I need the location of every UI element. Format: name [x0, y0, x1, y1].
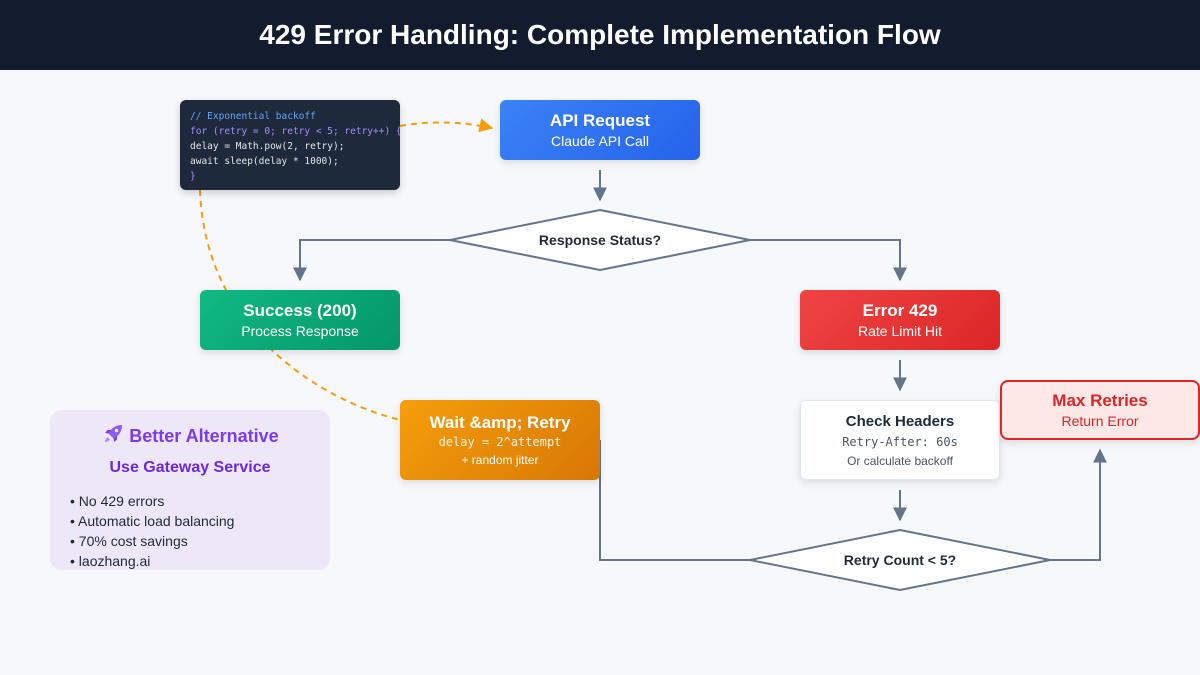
code-snippet: // Exponential backoff for (retry = 0; r…: [180, 100, 400, 190]
alternative-subtitle: Use Gateway Service: [109, 459, 271, 476]
headers-note: Or calculate backoff: [847, 453, 953, 468]
wait-retry-node: Wait &amp; Retry delay = 2^attempt + ran…: [400, 400, 600, 480]
header-bar: 429 Error Handling: Complete Implementat…: [0, 0, 1200, 70]
list-item: • laozhang.ai: [70, 553, 151, 569]
list-item-text: Automatic load balancing: [78, 513, 235, 529]
success-node: Success (200) Process Response: [200, 290, 400, 350]
code-line: for (retry = 0; retry < 5; retry++) {: [190, 126, 400, 137]
connector-retry-to-wait: [599, 440, 752, 561]
error-subtitle: Rate Limit Hit: [857, 322, 943, 339]
alternative-title: Better Alternative: [129, 426, 279, 446]
max-retries-node: Max Retries Return Error: [1000, 380, 1200, 440]
api-request-subtitle: Claude API Call: [550, 132, 650, 149]
list-item: • No 429 errors: [70, 493, 165, 509]
wait-note: + random jitter: [461, 452, 539, 467]
retry-decision-label: Retry Count < 5?: [843, 552, 957, 568]
alternative-heading: Better Alternative: [68, 422, 312, 451]
list-item: • 70% cost savings: [70, 533, 188, 549]
success-title: Success (200): [243, 300, 357, 320]
max-title: Max Retries: [1052, 390, 1148, 410]
rocket-icon: [101, 422, 125, 451]
headers-title: Check Headers: [845, 412, 955, 430]
retry-decision-diamond: [749, 528, 1051, 592]
error-429-node: Error 429 Rate Limit Hit: [800, 290, 1000, 350]
list-item-text: No 429 errors: [78, 493, 165, 509]
success-subtitle: Process Response: [241, 322, 359, 339]
code-line: }: [190, 171, 196, 182]
connector-status-to-error: [748, 239, 907, 282]
status-decision-label: Response Status?: [538, 232, 662, 248]
wait-formula: delay = 2^attempt: [438, 434, 562, 449]
alternative-list: • No 429 errors • Automatic load balanci…: [68, 491, 312, 571]
list-item-text: 70% cost savings: [78, 533, 188, 549]
alternative-panel: Better Alternative Use Gateway Service •…: [50, 410, 330, 570]
error-title: Error 429: [862, 300, 938, 320]
connector-status-to-success: [293, 239, 452, 282]
api-request-node: API Request Claude API Call: [500, 100, 700, 160]
headers-retry-after: Retry-After: 60s: [842, 434, 958, 449]
code-line: // Exponential backoff: [190, 111, 316, 122]
api-request-title: API Request: [549, 110, 651, 130]
code-line: await sleep(delay * 1000);: [190, 156, 339, 167]
page-title: 429 Error Handling: Complete Implementat…: [259, 19, 941, 50]
check-headers-node: Check Headers Retry-After: 60s Or calcul…: [800, 400, 1000, 480]
dashed-code-to-api: [399, 118, 494, 133]
status-decision-diamond: [449, 208, 751, 272]
max-subtitle: Return Error: [1061, 412, 1139, 429]
list-item: • Automatic load balancing: [70, 513, 235, 529]
list-item-text: laozhang.ai: [78, 553, 151, 569]
code-line: delay = Math.pow(2, retry);: [190, 141, 345, 152]
wait-title: Wait &amp; Retry: [429, 412, 571, 432]
connector-retry-to-max: [1048, 448, 1107, 561]
